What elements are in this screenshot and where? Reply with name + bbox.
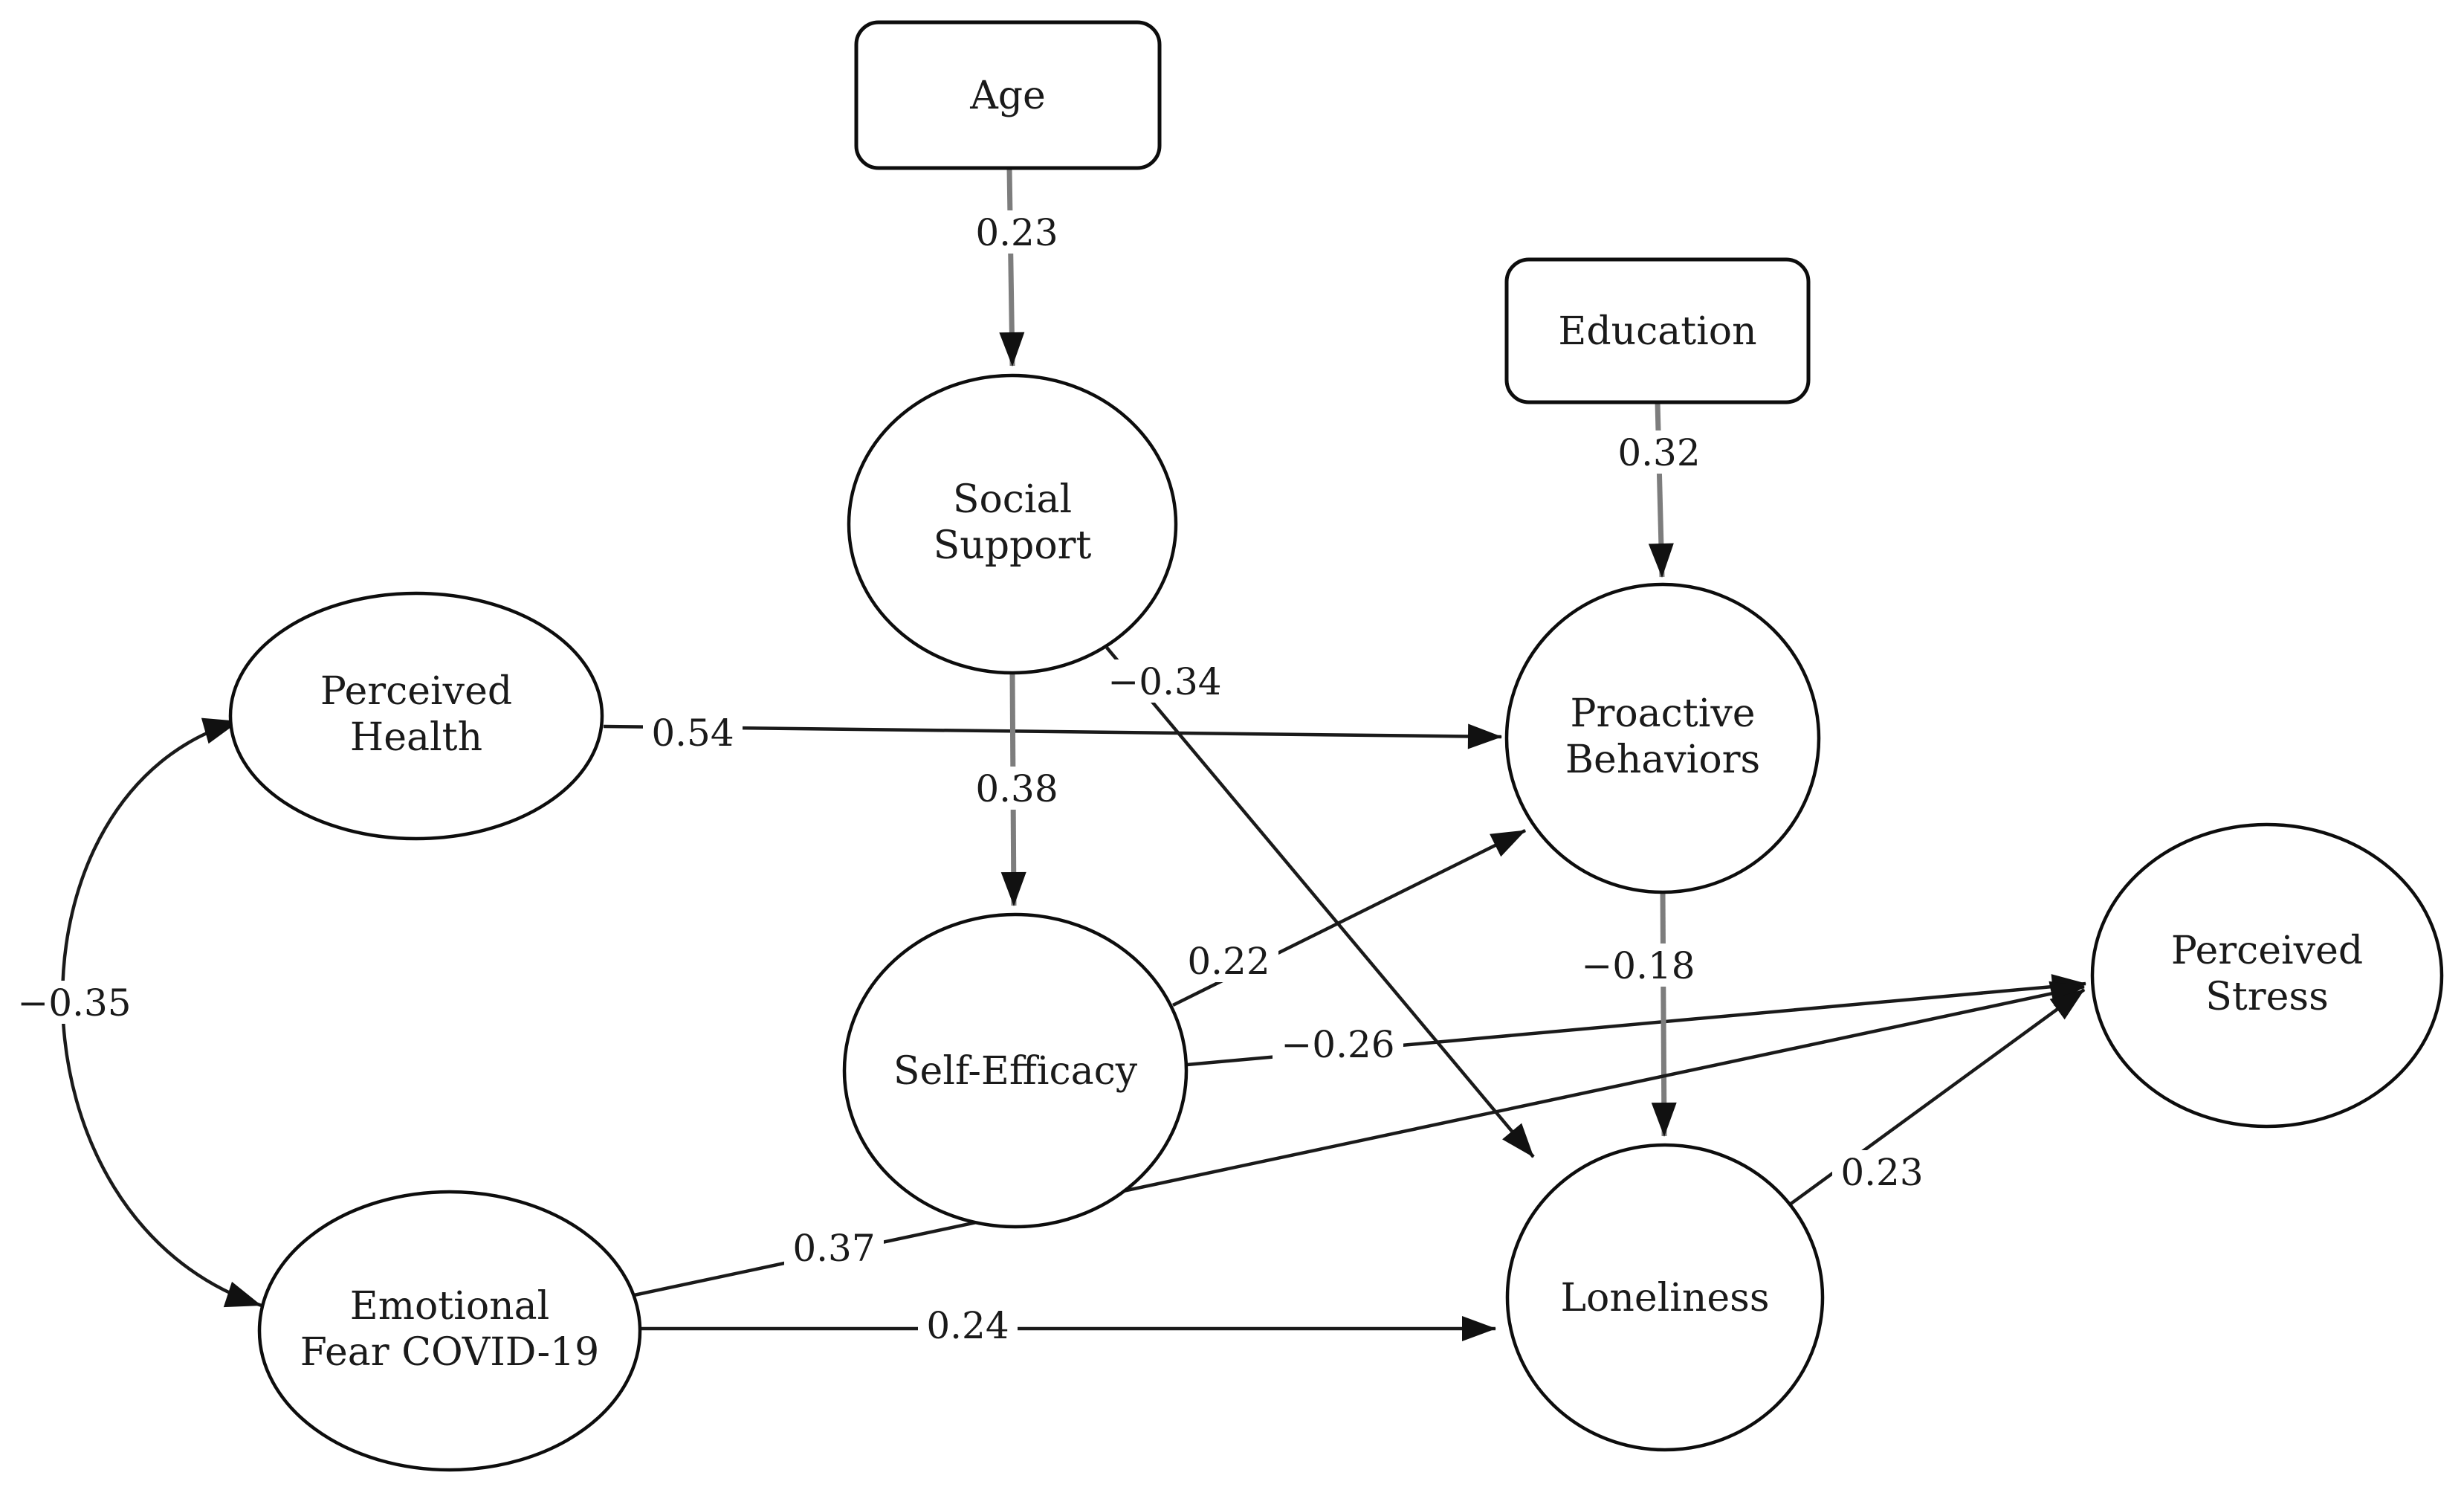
svg-text:0.32: 0.32 — [1617, 431, 1700, 474]
svg-text:−0.35: −0.35 — [17, 981, 131, 1025]
node-age: Age — [854, 20, 1162, 170]
node-loneliness-label: Loneliness — [1561, 1276, 1770, 1320]
edge-education-to-proactive-behaviors — [1648, 401, 1674, 578]
node-perceived-stress-label-line2: Stress — [2205, 975, 2329, 1019]
edge-label-loneliness-stress: 0.23 — [1832, 1150, 1932, 1194]
edge-label-selfefficacy-stress: −0.26 — [1273, 1022, 1403, 1066]
node-emotional-fear-label-line1: Emotional — [350, 1284, 550, 1329]
node-perceived-stress-label-line1: Perceived — [2171, 929, 2363, 973]
edge-label-age-social-support: 0.23 — [967, 210, 1067, 254]
edge-label-emotionalfear-stress: 0.37 — [784, 1226, 884, 1270]
edge-label-health-proactive: 0.54 — [643, 711, 743, 755]
svg-text:0.24: 0.24 — [926, 1304, 1009, 1347]
edge-social-support-to-loneliness — [1105, 646, 1535, 1158]
svg-text:−0.18: −0.18 — [1581, 944, 1695, 987]
edge-label-covariance: −0.35 — [9, 981, 140, 1025]
svg-text:0.23: 0.23 — [975, 211, 1058, 254]
node-perceived-stress: Perceived Stress — [2090, 822, 2444, 1129]
svg-text:0.37: 0.37 — [792, 1227, 875, 1270]
covariance-arrowhead-bottom — [223, 1281, 262, 1308]
edge-perceived-health-to-proactive-behaviors — [603, 723, 1502, 749]
edge-label-proactive-loneliness: −0.18 — [1573, 944, 1704, 987]
edge-label-selfefficacy-proactive: 0.22 — [1179, 939, 1278, 983]
edge-age-to-social-support — [999, 167, 1025, 367]
node-education-label: Education — [1558, 309, 1756, 354]
node-perceived-health-label-line2: Health — [350, 715, 482, 760]
node-perceived-health-label-line1: Perceived — [320, 669, 512, 714]
svg-text:0.38: 0.38 — [975, 767, 1058, 810]
node-self-efficacy-label: Self-Efficacy — [893, 1049, 1138, 1094]
node-emotional-fear-label-line2: Fear COVID-19 — [300, 1330, 599, 1375]
node-social-support-label-line1: Social — [953, 477, 1072, 522]
node-emotional-fear-covid-19: Emotional Fear COVID-19 — [257, 1190, 642, 1472]
node-age-label: Age — [969, 74, 1046, 118]
node-social-support-label-line2: Support — [934, 523, 1092, 568]
node-education: Education — [1504, 257, 1811, 404]
svg-text:−0.26: −0.26 — [1281, 1023, 1394, 1066]
svg-text:0.23: 0.23 — [1840, 1151, 1923, 1194]
edge-proactive-behaviors-to-loneliness — [1651, 891, 1677, 1137]
edge-label-social-selfefficacy: 0.38 — [967, 767, 1067, 810]
node-proactive-behaviors: Proactive Behaviors — [1504, 582, 1821, 894]
edge-label-social-loneliness: −0.34 — [1099, 659, 1230, 703]
node-perceived-health: Perceived Health — [228, 591, 604, 841]
node-social-support: Social Support — [847, 373, 1178, 675]
edge-label-education-proactive: 0.32 — [1609, 430, 1709, 474]
node-loneliness: Loneliness — [1505, 1143, 1825, 1452]
edge-label-emotionalfear-loneliness: 0.24 — [918, 1303, 1018, 1347]
svg-text:0.54: 0.54 — [651, 712, 734, 755]
svg-text:0.22: 0.22 — [1187, 940, 1270, 983]
node-proactive-behaviors-label-line2: Behaviors — [1565, 738, 1760, 782]
node-self-efficacy: Self-Efficacy — [842, 912, 1189, 1229]
svg-text:−0.34: −0.34 — [1107, 660, 1221, 703]
node-proactive-behaviors-label-line1: Proactive — [1571, 691, 1756, 736]
